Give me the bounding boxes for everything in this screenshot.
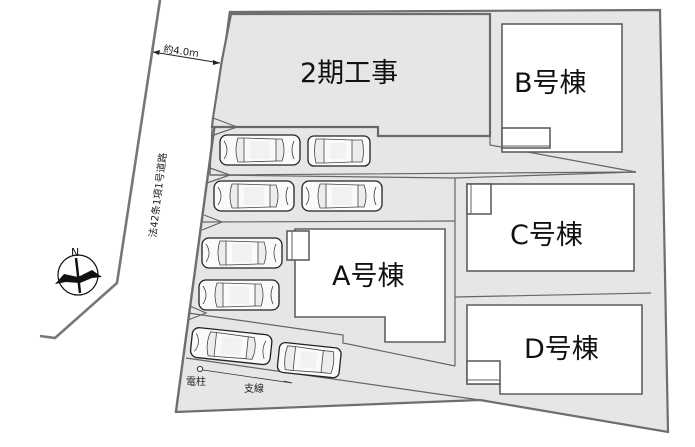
road-width-dimension: 約4.0m	[152, 42, 221, 65]
phase2-label: 2期工事	[300, 58, 398, 89]
car-3	[213, 180, 295, 212]
driveway-divider-4	[185, 357, 481, 401]
lot-divider-cd	[454, 292, 652, 298]
building-c-label: C号棟	[510, 220, 583, 251]
driveway-divider-3	[187, 312, 456, 367]
parking-entry-markers	[187, 117, 239, 321]
guy-wire-label: 支線	[244, 382, 264, 395]
building-a-label: A号棟	[332, 261, 404, 292]
utility-pole: 電柱 支線	[186, 365, 293, 395]
building-b-label: B号棟	[514, 68, 587, 99]
road-type-label: 法42条1項1号道路	[146, 152, 169, 238]
driveway-row-1	[209, 126, 637, 176]
pole-label: 電柱	[186, 375, 206, 388]
building-c: C号棟	[466, 183, 635, 272]
driveway-divider-2	[201, 220, 456, 223]
road-width-label: 約4.0m	[163, 42, 200, 60]
building-a: A号棟	[286, 228, 446, 343]
car-8	[276, 341, 343, 379]
car-5	[201, 237, 283, 269]
building-b: B号棟	[501, 23, 623, 153]
car-4	[301, 180, 383, 212]
lot-divider-bc	[454, 171, 637, 179]
building-d: D号棟	[466, 304, 643, 395]
compass-north-label: N	[71, 246, 79, 259]
car-2	[307, 135, 371, 167]
car-6	[198, 279, 280, 311]
driveway-divider	[209, 174, 456, 179]
car-1	[219, 134, 301, 166]
compass-icon: N	[55, 246, 102, 296]
building-d-label: D号棟	[524, 334, 599, 365]
road-west-edge	[39, 0, 162, 340]
